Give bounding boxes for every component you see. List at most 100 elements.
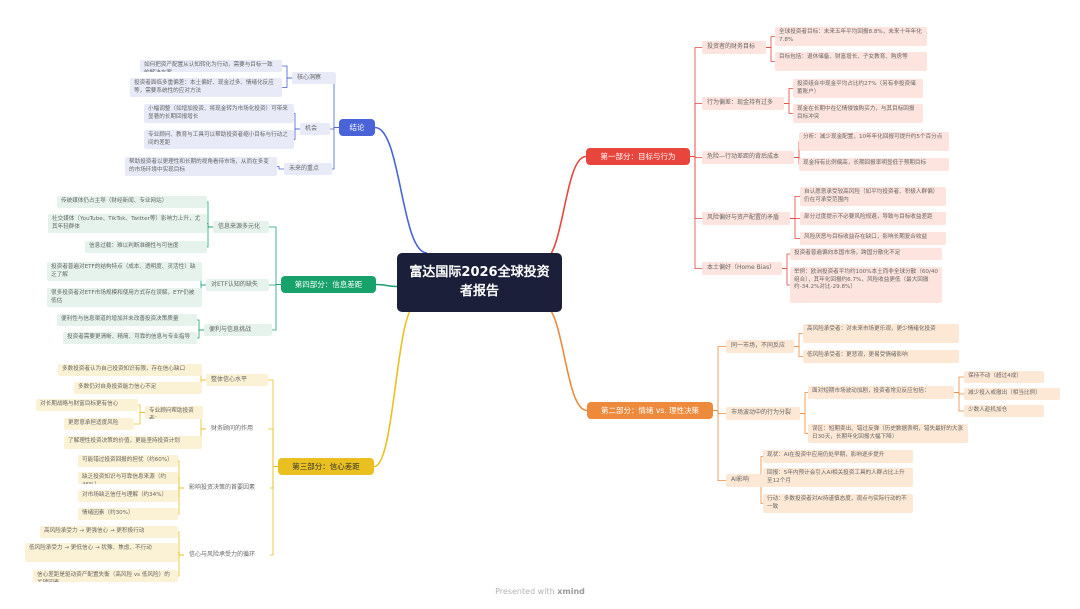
part2-ai-item: 现状：AI在投资中应用仍处早期，影响逐步提升 <box>763 450 913 463</box>
part1-section-goals[interactable]: 投资者的财务目标 <box>702 41 766 54</box>
branch-part3[interactable]: 第三部分：信心差距 <box>278 458 374 475</box>
part3-confidence-item: 多数投资者认为自己投资知识有限，存在信心缺口 <box>58 364 202 376</box>
connector-line <box>332 127 339 170</box>
part2-volatility-subitem: 少数人趁机加仓 <box>964 405 1044 417</box>
part1-section-cost[interactable]: 危险—行动差距的背后成本 <box>702 151 794 164</box>
part4-convenience-item: 便利性与信息渠道的增加并未改善投资决策质量 <box>57 314 197 326</box>
part2-reaction-item: 低风险承受者：更悲观，更易受情绪影响 <box>803 350 959 363</box>
central-topic[interactable]: 富达国际2026全球投资者报告 <box>397 253 562 312</box>
xmind-brand: xmind <box>557 587 585 596</box>
conclusion-opportunity-item: 专业顾问、教育与工具可以帮助投资者缩小目标与行动之间的差距 <box>144 130 294 149</box>
part2-volatility-item: 误区：短期卖出、错过反弹（历史数据表明，错失最好的大涨日30天，长期年化回报大幅… <box>808 424 968 443</box>
connector-line <box>134 412 145 425</box>
part1-risk-item: 自认愿意承受较高风险（如平均投资者、积极人群偏）仍在可承受范围内 <box>800 187 946 206</box>
connector-line <box>782 268 790 286</box>
branch-conclusion[interactable]: 结论 <box>339 119 375 136</box>
part4-etf-item: 很多投资者对ETF市场规模和使用方式存在误解，ETF仍被低估 <box>47 288 202 307</box>
branch-part4[interactable]: 第四部分：信息差距 <box>281 276 376 293</box>
conclusion-section-future[interactable]: 未来的重点 <box>284 163 332 175</box>
connector-line <box>954 376 964 393</box>
connector-line <box>800 392 808 414</box>
connector-line <box>794 333 803 347</box>
connector-line <box>784 103 793 114</box>
part1-cash-item: 投资组合中现金平均占比约27%（另有非投资储蓄账户） <box>793 79 923 98</box>
connector-line <box>541 303 588 412</box>
part1-section-cash[interactable]: 行为偏差：现金持有过多 <box>702 97 784 110</box>
connector-line <box>197 319 204 331</box>
part4-etf-item: 投资者普遍对ETF的结构特点（成本、透明度、灵活性）缺乏了解 <box>47 262 202 281</box>
part4-section-sources[interactable]: 信息来源多元化 <box>213 221 269 233</box>
conclusion-insight-item: 投资者面临多重偏差：本土偏好、现金过多、情绪化反应等，需要系统性的应对方法 <box>130 78 282 97</box>
connector-line <box>277 166 284 170</box>
connector-line <box>713 410 726 481</box>
part1-cost-item: 分析：减少现金配置，10年年化回报可提升约5个百分点 <box>799 132 949 151</box>
part3-factor-item: 情绪因素（约30%） <box>78 508 178 520</box>
connector-line <box>690 156 702 269</box>
part4-section-etf[interactable]: 对ETF认知的缺失 <box>206 279 269 291</box>
part4-source-item: 社交媒体（YouTube、TikTok、Twitter等）影响力上升，尤其年轻群… <box>48 214 207 233</box>
connector-line <box>197 329 204 339</box>
part2-section-ai[interactable]: AI影响 <box>726 474 766 487</box>
connector-line <box>766 36 775 48</box>
connector-line <box>790 196 800 219</box>
connector-line <box>282 65 292 79</box>
part2-section-volatility[interactable]: 市场波动中的行为分裂 <box>726 407 800 420</box>
part3-section-confidence[interactable]: 整体信心水平 <box>206 374 268 386</box>
part4-convenience-item: 投资者需要更清晰、精简、可靠的信息与专业指导 <box>63 332 197 344</box>
connector-line <box>690 103 702 157</box>
connector-line <box>207 226 213 248</box>
connector-line <box>268 428 278 467</box>
part2-volatility-item: 面对短期市场波动加剧，投资者常见反应包括： <box>808 386 954 399</box>
connector-line <box>270 466 278 556</box>
part3-section-factors[interactable]: 影响投资决策的首要因素 <box>189 484 256 491</box>
part4-section-convenience[interactable]: 便利与信息挑战 <box>204 324 272 336</box>
connector-line <box>713 346 726 411</box>
part1-cash-item: 现金在长期中在亿情侵蚀购买力，与其目标回报目标冲突 <box>793 104 923 123</box>
part3-advisor-item: 对长期战略与财富目标更有信心 <box>36 399 138 411</box>
connector-line <box>270 466 278 489</box>
part2-ai-item: 回报：5年内预计会引入AI相关投资工具的人群占比上升至12个月 <box>763 468 913 487</box>
part1-section-home-bias[interactable]: 本土偏好（Home Bias） <box>702 262 782 275</box>
part4-source-item: 传统媒体仍占主导（财经新闻、专业网站） <box>57 196 207 208</box>
part2-volatility-subitem: 保持不动（超过4成） <box>964 371 1044 383</box>
connector-line <box>375 283 398 288</box>
part3-confidence-item: 多数仍对自身投资能力信心不足 <box>74 382 202 394</box>
part1-risk-item: 风险厌恶与目标收益存在缺口，影响长期复合收益 <box>800 232 946 245</box>
conclusion-future-item: 帮助投资者以更理性和长期的视角看待市场，从而在多变的市场环境中实现目标 <box>125 157 277 176</box>
part1-section-risk[interactable]: 风险偏好与资产配置的矛盾 <box>702 212 790 225</box>
footer-branding: Presented with xmind <box>0 587 1080 596</box>
part3-cycle-item: 信心差距是驱动资产配置失衡（高风险 vs 低风险）的关键因素 <box>33 570 178 582</box>
footer-prefix: Presented with <box>495 587 555 596</box>
connector-line <box>690 156 702 219</box>
connector-line <box>269 226 281 285</box>
part3-section-cycle[interactable]: 信心与风险承受力的循环 <box>189 551 256 558</box>
connector-line <box>138 404 145 413</box>
connector-line <box>333 77 339 128</box>
connector-line <box>178 487 184 515</box>
branch-part1[interactable]: 第一部分：目标与行为 <box>586 148 690 165</box>
part1-goal-item: 目标包括：退休储备、财富增长、子女教育、购房等 <box>775 52 927 71</box>
conclusion-opportunity-item: 小幅调整（如增加投资、将现金转为市场化投资）可带来显著的长期回报增长 <box>144 104 294 123</box>
connector-line <box>373 303 418 468</box>
conclusion-section-opportunity[interactable]: 机会 <box>300 123 330 135</box>
part1-homebias-item: 投资者普遍偏向本国市场，跨国分散化不足 <box>790 248 942 260</box>
part3-advisor-item: 专业顾问帮助投资者： <box>145 406 203 419</box>
branch-part2[interactable]: 第二部分：情绪 vs. 理性决策 <box>587 402 713 419</box>
part2-ai-item: 行动：多数投资者对AI持谨慎态度，观点与实际行动的不一致 <box>763 494 913 513</box>
connector-line <box>954 392 964 412</box>
part2-section-reaction[interactable]: 同一市场，不同反应 <box>726 340 794 353</box>
connector-line <box>541 155 587 262</box>
part3-section-advisor[interactable]: 财务顾问的作用 <box>211 425 254 432</box>
connector-line <box>690 47 702 157</box>
connector-line <box>784 88 793 104</box>
conclusion-insight-item: 如何把资产配置从认知转化为行动，需要与目标一致的解决方案 <box>140 60 282 72</box>
conclusion-section-insight[interactable]: 核心洞察 <box>292 72 336 84</box>
connector-line <box>782 253 790 269</box>
connector-line <box>713 410 726 414</box>
connector-line <box>374 126 428 254</box>
part2-volatility-subitem: 减少投入或撤出（相当比例） <box>964 388 1060 400</box>
part4-source-item: 信息过载：难以判断准确性与可信度 <box>85 241 207 253</box>
part1-risk-item: 部分过度提示不必要风险规避，导致与目标收益差距 <box>800 212 946 225</box>
part3-factor-item: 缺乏投资知识与可靠信息来源（约46%） <box>78 472 178 484</box>
part1-homebias-item: 举例：欧洲投资者平均约100%本土而非全球分散（60/40组合），其年化回报约6… <box>790 267 942 303</box>
